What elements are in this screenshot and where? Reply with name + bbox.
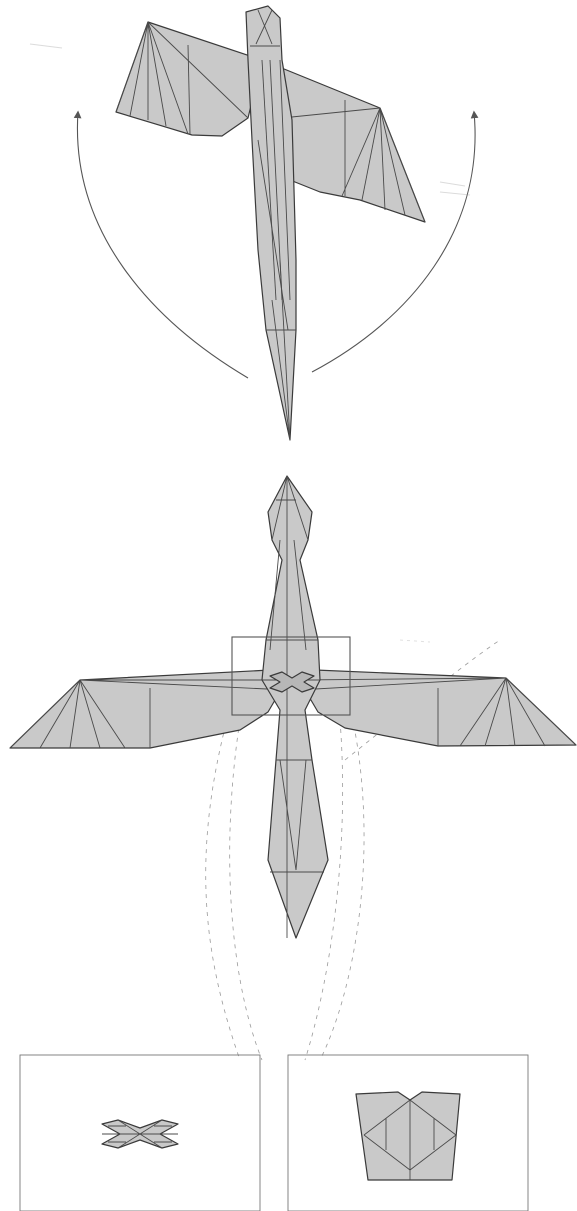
right-wing-spread xyxy=(298,670,576,746)
left-wing-spread xyxy=(10,670,288,748)
scan-marks xyxy=(30,44,470,642)
guide-line-left-2 xyxy=(206,716,240,1060)
spread-wings-step xyxy=(10,476,576,1060)
detail-right xyxy=(288,1055,528,1211)
rotation-arrow-left xyxy=(77,112,248,378)
body-fold-detail xyxy=(356,1092,460,1180)
detail-left xyxy=(20,1055,260,1211)
left-wing-tilted xyxy=(116,22,262,136)
guide-line-left-1 xyxy=(230,720,262,1060)
rotate-step xyxy=(77,6,475,440)
x-fold-detail xyxy=(102,1120,178,1148)
